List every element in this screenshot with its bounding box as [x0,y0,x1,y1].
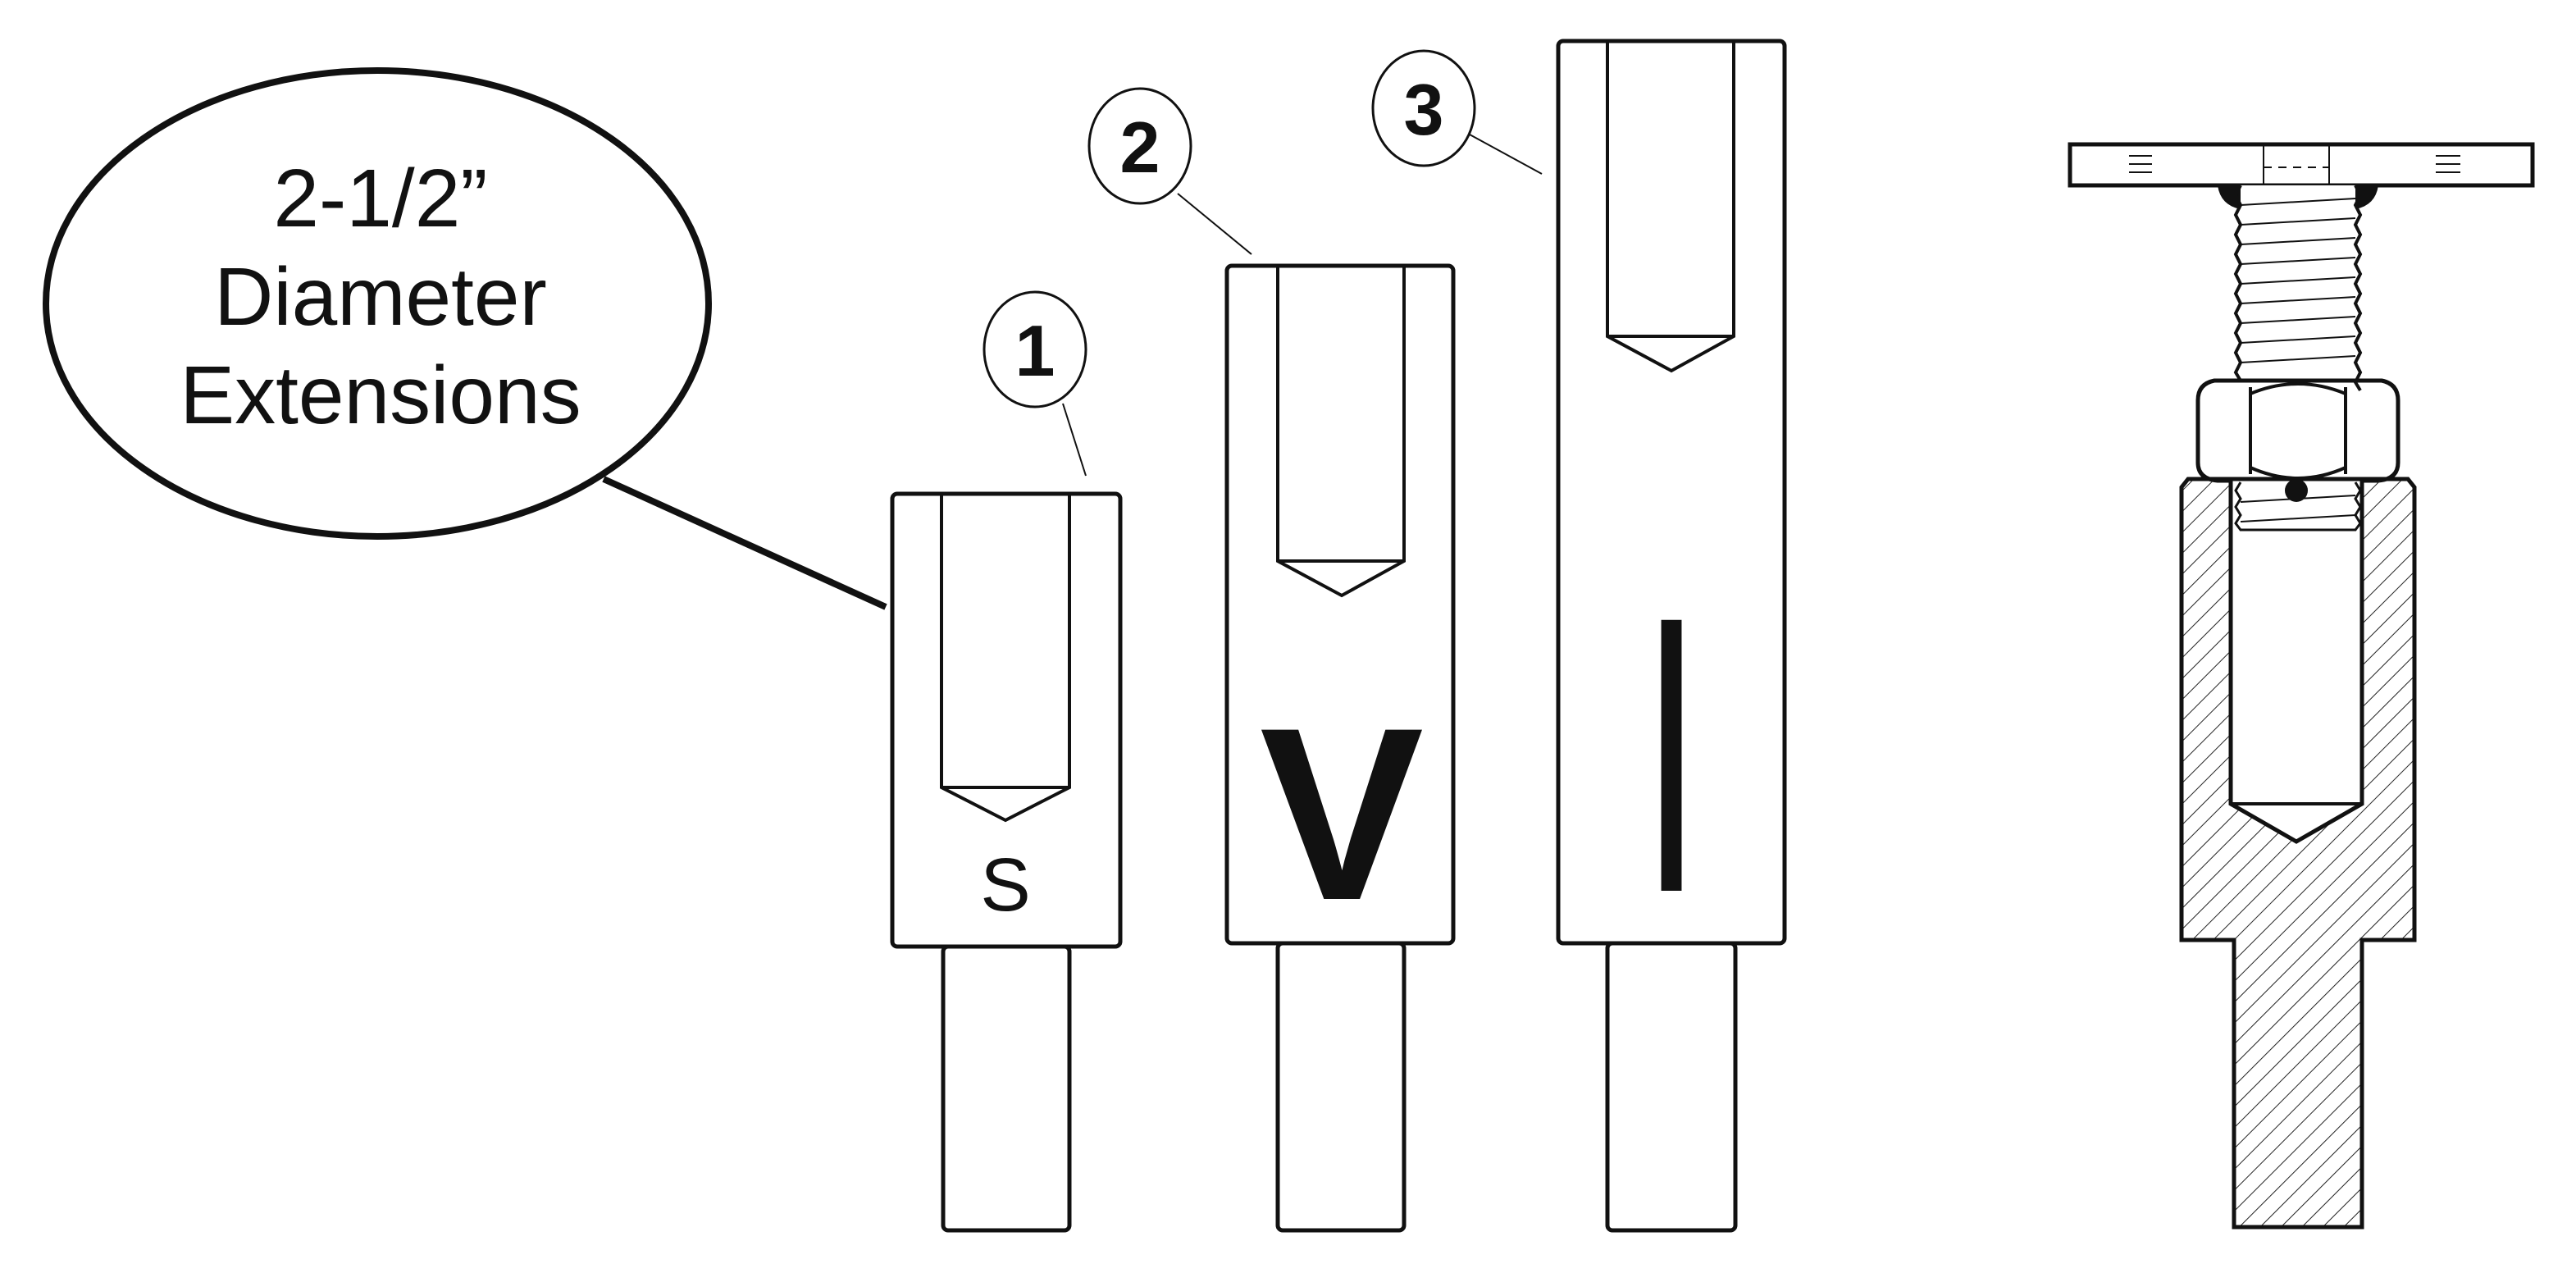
sectioned-extension [2179,477,2417,1230]
extension-part-3: 3 I [1371,39,1787,1233]
balloon-2 [1087,87,1192,205]
balloon-1-leader [1062,403,1087,477]
part-3-letter: I [1652,534,1691,974]
part-2-shank [1275,941,1407,1233]
part-2-letter: V [1260,676,1425,951]
balloon-2-leader [1177,193,1252,255]
extension-part-2: 2 V [1087,87,1456,1233]
balloon-3-number: 3 [1404,69,1444,150]
part-3-shank [1605,941,1738,1233]
part-2-bore [1276,266,1406,598]
callout-leader [602,476,887,610]
callout-line-2: Diameter [214,251,547,343]
callout-line-3: Extensions [180,349,581,441]
extension-part-1: 1 S [890,290,1123,1233]
hex-nut [2195,378,2400,483]
balloon-1-number: 1 [1015,310,1055,391]
balloon-3 [1371,49,1476,167]
part-3-bore [1606,41,1735,373]
part-1-bore [940,494,1071,823]
set-ball [2285,479,2308,502]
threaded-rod [2233,185,2363,392]
assembly-section-view [2068,142,2535,1230]
callout-line-1: 2-1/2” [273,153,487,244]
part-1-shank [941,944,1072,1233]
diameter-callout: 2-1/2” Diameter Extensions [43,67,887,610]
plate-holes [2129,144,2460,185]
section-bore [2228,477,2364,844]
balloon-3-leader [1469,134,1543,175]
balloon-1 [983,290,1087,408]
balloon-2-number: 2 [1120,107,1160,188]
part-1-letter: S [980,843,1030,927]
